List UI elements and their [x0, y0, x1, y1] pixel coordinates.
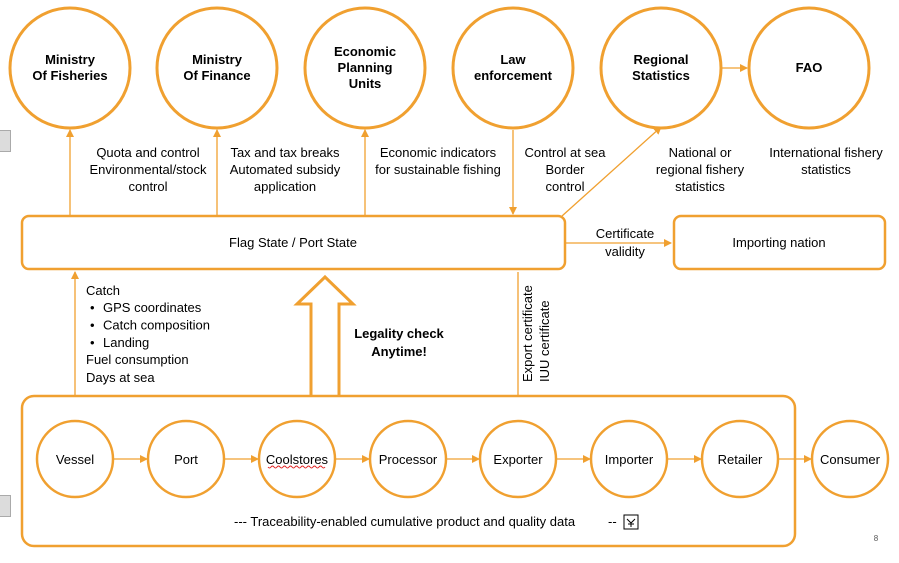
- top-node-circle: [303, 6, 427, 130]
- top-node-label: Units: [349, 76, 382, 91]
- certificate-validity-label: Certificate: [596, 226, 655, 241]
- chain-node-label: Exporter: [493, 452, 543, 467]
- bullet-dot: •: [90, 300, 95, 315]
- chain-node-circle: [35, 419, 115, 499]
- chain-node-label: Vessel: [56, 452, 94, 467]
- catch-bullet: Landing: [103, 335, 149, 350]
- top-label-text: regional fishery: [656, 162, 745, 177]
- yen-glyph-icon: [626, 518, 636, 527]
- arrow-flag-to-regional: [561, 126, 662, 217]
- chain-node-label: Retailer: [718, 452, 763, 467]
- iuu-certificate-label: IUU certificate: [537, 300, 552, 382]
- catch-title: Catch: [86, 283, 120, 298]
- page-number: 8: [874, 534, 879, 543]
- chain-node-circle: [257, 419, 337, 499]
- top-label-text: statistics: [801, 162, 851, 177]
- top-node-label: Law: [500, 52, 526, 67]
- top-node-label: Of Finance: [183, 68, 250, 83]
- catch-extra: Days at sea: [86, 370, 155, 385]
- top-node-label: Of Fisheries: [32, 68, 107, 83]
- chain-node-circle: [700, 419, 780, 499]
- chain-node-label: Processor: [379, 452, 438, 467]
- boxed-symbol-icon: [623, 514, 639, 530]
- top-node-circle: [451, 6, 575, 130]
- export-certificate-label: Export certificate: [520, 285, 535, 382]
- top-node-label: Economic: [334, 44, 396, 59]
- top-label-text: Border: [545, 162, 585, 177]
- legality-check-label: Anytime!: [371, 344, 427, 359]
- catch-bullet: GPS coordinates: [103, 300, 202, 315]
- top-label-text: International fishery: [769, 145, 883, 160]
- chain-node-circle: [810, 419, 890, 499]
- top-label-text: Economic indicators: [380, 145, 497, 160]
- window-edge-handle: [0, 495, 11, 517]
- top-node-label: Statistics: [632, 68, 690, 83]
- top-label-text: statistics: [675, 179, 725, 194]
- flag-state-box: [20, 214, 567, 271]
- chain-node-label: Coolstores: [266, 452, 329, 467]
- chain-node-circle: [146, 419, 226, 499]
- top-label-text: National or: [669, 145, 733, 160]
- top-node-circle: [747, 6, 871, 130]
- top-node-circle: [8, 6, 132, 130]
- top-node-label: Regional: [634, 52, 689, 67]
- top-label-text: for sustainable fishing: [375, 162, 501, 177]
- top-node-label: Ministry: [192, 52, 243, 67]
- legality-up-arrow: [293, 274, 357, 396]
- importing-nation-box: [672, 214, 887, 271]
- chain-node-circle: [478, 419, 558, 499]
- top-label-text: Tax and tax breaks: [230, 145, 340, 160]
- top-label-text: control: [545, 179, 584, 194]
- top-label-text: Environmental/stock: [89, 162, 207, 177]
- flag-state-label: Flag State / Port State: [229, 235, 357, 250]
- top-label-text: control: [128, 179, 167, 194]
- bullet-dot: •: [90, 335, 95, 350]
- spellcheck-underline: [267, 465, 326, 469]
- bullet-dot: •: [90, 318, 95, 333]
- chain-node-circle: [589, 419, 669, 499]
- top-label-text: Automated subsidy: [230, 162, 341, 177]
- importing-nation-label: Importing nation: [732, 235, 825, 250]
- top-node-label: FAO: [796, 60, 823, 75]
- top-node-label: Planning: [338, 60, 393, 75]
- chain-node-label: Port: [174, 452, 198, 467]
- traceability-text: --- Traceability-enabled cumulative prod…: [234, 514, 576, 529]
- window-edge-handle: [0, 130, 11, 152]
- top-label-text: Quota and control: [96, 145, 199, 160]
- certificate-validity-label: validity: [605, 244, 645, 259]
- top-label-text: application: [254, 179, 316, 194]
- chain-node-circle: [368, 419, 448, 499]
- top-label-text: Control at sea: [525, 145, 607, 160]
- catch-bullet: Catch composition: [103, 318, 210, 333]
- top-node-circle: [155, 6, 279, 130]
- trailing-mark: --: [608, 514, 617, 529]
- top-node-label: Ministry: [45, 52, 96, 67]
- chain-node-label: Importer: [605, 452, 654, 467]
- legality-check-label: Legality check: [354, 326, 444, 341]
- catch-extra: Fuel consumption: [86, 352, 189, 367]
- chain-node-label: Consumer: [820, 452, 881, 467]
- top-node-label: enforcement: [474, 68, 553, 83]
